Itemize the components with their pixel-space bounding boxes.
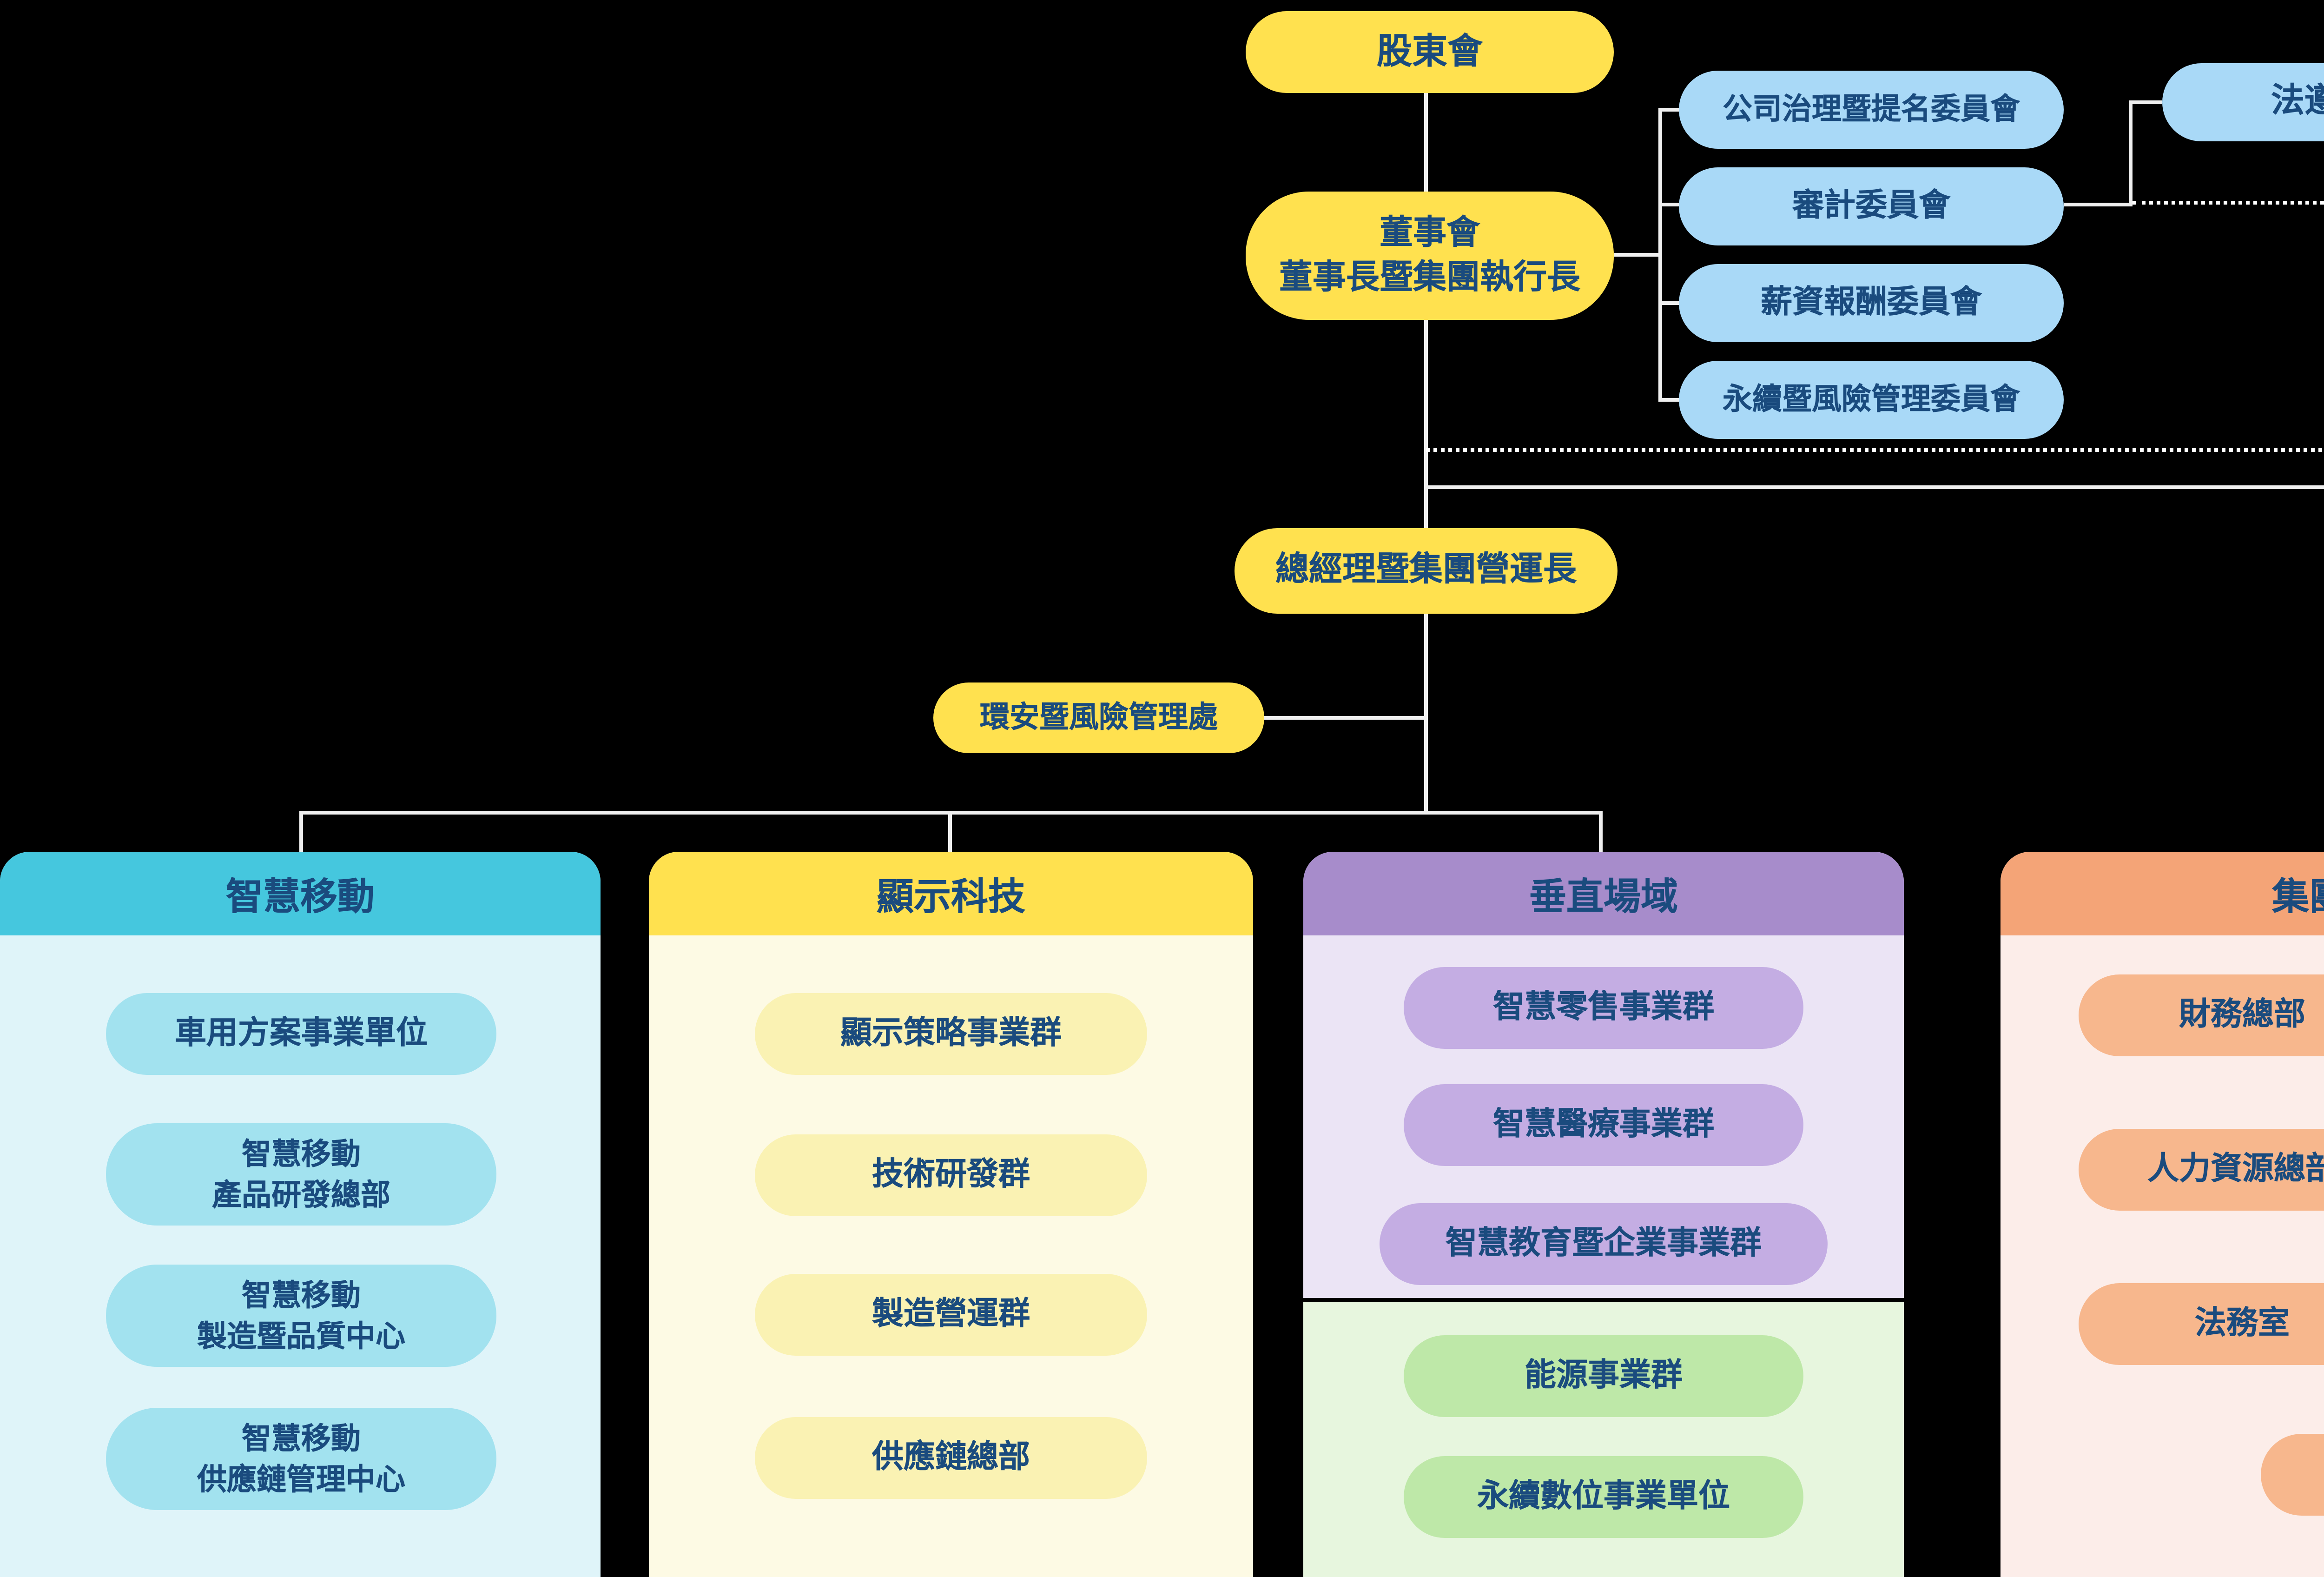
node-display-strategy-bg: 顯示策略事業群 xyxy=(755,993,1147,1075)
line-drop-display xyxy=(948,811,952,852)
node-mfg-operations-group: 製造營運群 xyxy=(755,1274,1147,1356)
line-committee-stub-4 xyxy=(1658,398,1679,402)
line-audit-compliance-h2 xyxy=(2129,100,2162,104)
group-display-tech: 顯示科技 顯示策略事業群 技術研發群 製造營運群 供應鏈總部 xyxy=(649,852,1253,1577)
line-drop-vertical-domain xyxy=(1599,811,1603,852)
node-energy-bg: 能源事業群 xyxy=(1404,1335,1803,1417)
dotted-compliance-return xyxy=(1426,448,2324,452)
group-display-tech-header: 顯示科技 xyxy=(649,852,1253,935)
node-hr-hq: 人力資源總部 xyxy=(2079,1129,2324,1211)
line-shareholders-board xyxy=(1424,93,1428,192)
node-mobility-mfg-quality: 智慧移動 製造暨品質中心 xyxy=(106,1265,496,1367)
dotted-audit-right xyxy=(2133,201,2324,205)
node-mobility-supply-chain: 智慧移動 供應鏈管理中心 xyxy=(106,1408,496,1510)
node-board: 董事會 董事長暨集團執行長 xyxy=(1246,192,1614,320)
node-supply-chain-hq: 供應鏈總部 xyxy=(755,1417,1147,1499)
node-sustainable-digital-bu: 永續數位事業單位 xyxy=(1404,1456,1803,1538)
node-automotive-solutions: 車用方案事業單位 xyxy=(106,993,496,1075)
node-committee-compensation: 薪資報酬委員會 xyxy=(1679,264,2064,342)
group-vertical-domains-header: 垂直場域 xyxy=(1303,852,1904,935)
node-tech-rd-group: 技術研發群 xyxy=(755,1134,1147,1216)
line-to-support-horizontal xyxy=(1424,485,2324,489)
node-mobility-product-rd: 智慧移動 產品研發總部 xyxy=(106,1123,496,1226)
line-ehs-connector xyxy=(1264,716,1426,720)
node-shareholders: 股東會 xyxy=(1246,11,1614,93)
line-audit-compliance-h1 xyxy=(2064,203,2133,206)
line-board-bracket xyxy=(1614,253,1660,257)
node-committee-audit: 審計委員會 xyxy=(1679,167,2064,245)
node-smart-education-enterprise-bg: 智慧教育暨企業事業群 xyxy=(1380,1203,1828,1285)
group-vertical-domains: 垂直場域 智慧零售事業群 智慧醫療事業群 智慧教育暨企業事業群 xyxy=(1303,852,1904,1298)
node-smart-medical-bg: 智慧醫療事業群 xyxy=(1404,1084,1803,1166)
group-operation-support-header: 集團營運支援單位 xyxy=(2000,852,2324,935)
line-committee-stub-1 xyxy=(1658,108,1679,112)
line-audit-compliance-v xyxy=(2129,100,2133,206)
group-operation-support: 集團營運支援單位 財務總部 數位技術發展總部 人力資源總部 永續發展總部 法務室… xyxy=(2000,852,2324,1577)
node-committee-sustainability-risk: 永續暨風險管理委員會 xyxy=(1679,361,2064,439)
group-smart-mobility: 智慧移動 車用方案事業單位 智慧移動 產品研發總部 智慧移動 製造暨品質中心 智… xyxy=(0,852,601,1577)
node-audit-management-office: 稽核管理處 xyxy=(2261,1434,2324,1516)
node-committee-governance: 公司治理暨提名委員會 xyxy=(1679,71,2064,149)
node-president: 總經理暨集團營運長 xyxy=(1235,528,1618,614)
node-smart-retail-bg: 智慧零售事業群 xyxy=(1404,967,1803,1049)
group-smart-mobility-header: 智慧移動 xyxy=(0,852,601,935)
line-committee-stub-2 xyxy=(1658,203,1679,206)
node-legal-office: 法務室 xyxy=(2079,1283,2324,1365)
line-committee-stub-3 xyxy=(1658,301,1679,305)
node-chief-compliance: 法遵總顧問 xyxy=(2162,63,2324,141)
node-ehs-risk-office: 環安暨風險管理處 xyxy=(933,682,1264,753)
line-committee-bracket xyxy=(1658,108,1662,402)
node-finance-hq: 財務總部 xyxy=(2079,974,2324,1056)
group-energy-sustainability: 能源事業群 永續數位事業單位 xyxy=(1303,1302,1904,1577)
line-drop-mobility xyxy=(299,811,303,852)
